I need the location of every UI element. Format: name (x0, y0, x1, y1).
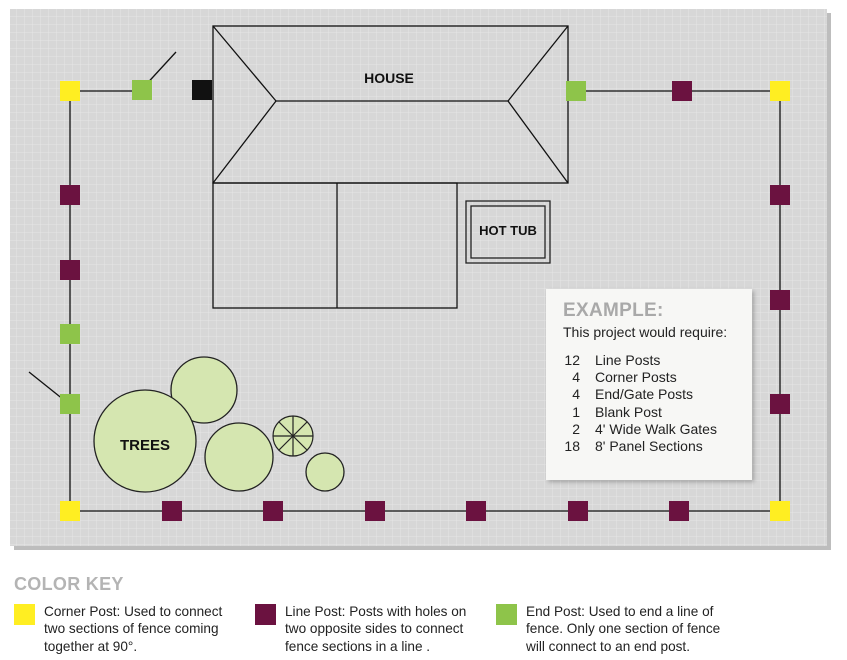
trees-label: TREES (120, 437, 170, 454)
key-text-line: two sections of fence coming (44, 621, 219, 637)
end-post (566, 81, 586, 101)
line-post (263, 501, 283, 521)
corner-post-swatch (14, 604, 35, 625)
example-item-qty: 4 (572, 369, 580, 386)
house-label: HOUSE (364, 70, 414, 86)
example-title: EXAMPLE: (563, 300, 664, 321)
example-item: 18 8' Panel Sections (563, 438, 752, 455)
example-item: 4 End/Gate Posts (563, 386, 752, 403)
key-item-line-post: Line Post: Posts with holes on two oppos… (255, 603, 466, 655)
example-item: 12 Line Posts (563, 352, 752, 369)
tree (93, 389, 197, 493)
line-post (568, 501, 588, 521)
line-post-swatch (255, 604, 276, 625)
end-post (132, 80, 152, 100)
hot-tub-label: HOT TUB (479, 223, 537, 238)
key-text: Corner Post: Used to connect two section… (44, 603, 222, 655)
key-text: End Post: Used to end a line of fence. O… (526, 603, 720, 655)
end-post (60, 324, 80, 344)
example-item-name: 4' Wide Walk Gates (595, 420, 717, 437)
example-item: 1 Blank Post (563, 404, 752, 421)
example-card: EXAMPLE: This project would require: 12 … (546, 289, 752, 480)
key-text: Line Post: Posts with holes on two oppos… (285, 603, 466, 655)
example-item: 4 Corner Posts (563, 369, 752, 386)
key-text-line: Corner Post: Used to connect (44, 604, 223, 619)
fence-layout-plan: HOUSE HOT TUB TREES (10, 9, 831, 550)
example-item-qty: 2 (572, 420, 580, 437)
trees (93, 356, 345, 493)
line-post (60, 185, 80, 205)
line-post (60, 260, 80, 280)
key-item-corner-post: Corner Post: Used to connect two section… (14, 603, 222, 655)
example-item-name: End/Gate Posts (595, 386, 694, 403)
key-text-line: two opposite sides to connect (285, 621, 464, 637)
key-text-line: fence. Only one section of fence (526, 621, 721, 637)
small-tree (272, 415, 314, 457)
blank-post (192, 80, 212, 100)
key-text-line: together at 90°. (44, 638, 138, 654)
key-text-line: End Post: Used to end a line of (526, 604, 714, 619)
example-item-qty: 18 (564, 438, 580, 455)
line-post (669, 501, 689, 521)
tree (204, 422, 274, 492)
line-post (672, 81, 692, 101)
house (212, 25, 569, 309)
line-post (770, 290, 790, 310)
example-list: 12 Line Posts 4 Corner Posts 4 End/Gate … (563, 352, 752, 455)
end-post (60, 394, 80, 414)
example-item-qty: 4 (572, 386, 580, 403)
tree (305, 452, 345, 492)
example-item-qty: 12 (564, 352, 580, 368)
key-item-end-post: End Post: Used to end a line of fence. O… (496, 603, 720, 655)
example-item-name: Corner Posts (595, 369, 677, 386)
line-post (466, 501, 486, 521)
example-subtitle: This project would require: (563, 324, 728, 340)
corner-post (770, 501, 790, 521)
key-text-line: fence sections in a line . (285, 638, 431, 654)
posts (60, 80, 790, 521)
example-item-name: Line Posts (595, 352, 661, 368)
tree (170, 356, 238, 424)
example-item-name: 8' Panel Sections (595, 438, 703, 455)
color-key-title: COLOR KEY (14, 574, 124, 594)
corner-post (60, 81, 80, 101)
example-item-qty: 1 (572, 403, 580, 420)
corner-post (770, 81, 790, 101)
line-post (770, 185, 790, 205)
key-text-line: will connect to an end post. (526, 638, 690, 654)
line-post (365, 501, 385, 521)
key-text-line: Line Post: Posts with holes on (285, 604, 467, 619)
line-post (162, 501, 182, 521)
line-post (770, 394, 790, 414)
corner-post (60, 501, 80, 521)
hot-tub (465, 200, 551, 264)
example-item: 2 4' Wide Walk Gates (563, 421, 752, 438)
example-item-name: Blank Post (595, 403, 662, 420)
end-post-swatch (496, 604, 517, 625)
